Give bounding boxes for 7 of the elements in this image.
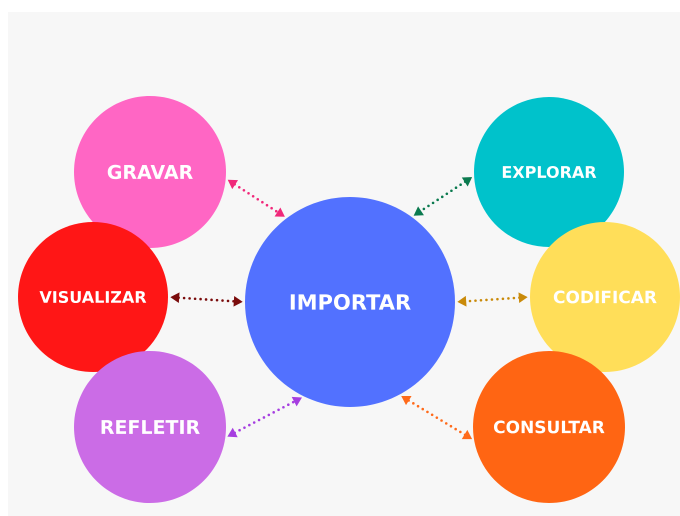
circle-node: GRAVAR xyxy=(74,96,226,248)
circle-node: REFLETIR xyxy=(74,350,226,503)
circle-node: IMPORTAR xyxy=(245,197,455,407)
circle-node: CODIFICAR xyxy=(530,222,680,372)
circle-node: VISUALIZAR xyxy=(18,222,168,372)
circle-node: CONSULTAR xyxy=(473,350,625,503)
circle-node: EXPLORAR xyxy=(474,97,624,247)
